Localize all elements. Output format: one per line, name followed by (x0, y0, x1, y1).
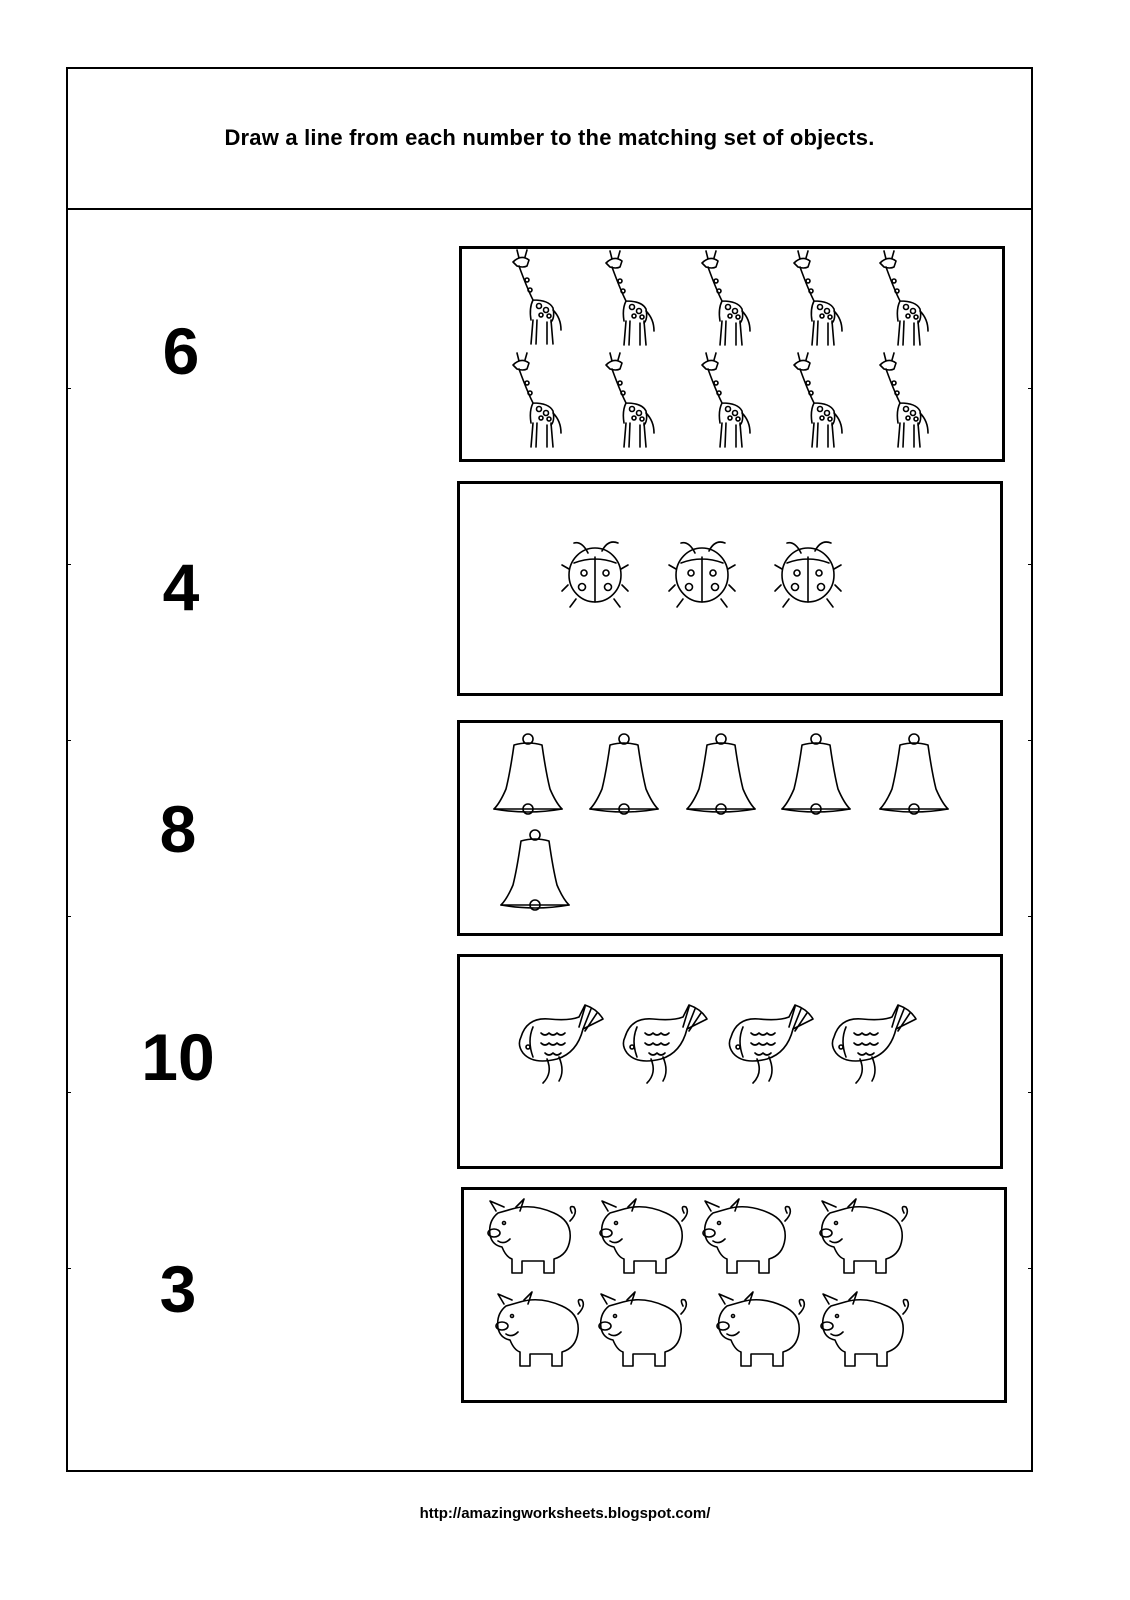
frame-tick (1028, 916, 1033, 917)
frame-tick (66, 564, 71, 565)
pig-icon (819, 1198, 909, 1274)
bell-icon (686, 733, 756, 815)
bell-icon (781, 733, 851, 815)
fish-icon (728, 1004, 814, 1084)
object-set-box[interactable] (461, 1187, 1007, 1403)
number-label[interactable]: 6 (162, 314, 200, 388)
frame-tick (66, 740, 71, 741)
pig-icon (702, 1198, 792, 1274)
bell-icon (589, 733, 659, 815)
frame-tick (66, 388, 71, 389)
object-set-box[interactable] (457, 720, 1003, 936)
giraffe-icon (512, 352, 562, 448)
frame-tick (1028, 564, 1033, 565)
frame-tick (1028, 740, 1033, 741)
frame-tick (1028, 1092, 1033, 1093)
pig-icon (495, 1291, 585, 1367)
fish-icon (518, 1004, 604, 1084)
giraffe-icon (879, 352, 929, 448)
pig-icon (487, 1198, 577, 1274)
number-label[interactable]: 3 (159, 1252, 197, 1326)
frame-tick (66, 1092, 71, 1093)
giraffe-icon (701, 250, 751, 346)
pig-icon (599, 1198, 689, 1274)
number-label[interactable]: 4 (162, 550, 200, 624)
worksheet-header: Draw a line from each number to the matc… (66, 67, 1033, 210)
bell-icon (493, 733, 563, 815)
frame-tick (1028, 1268, 1033, 1269)
giraffe-icon (512, 249, 562, 345)
frame-tick (1028, 388, 1033, 389)
ladybug-icon (561, 541, 629, 608)
giraffe-icon (879, 250, 929, 346)
footer-url[interactable]: http://amazingworksheets.blogspot.com/ (419, 1505, 711, 1522)
bell-icon (879, 733, 949, 815)
pig-icon (716, 1291, 806, 1367)
worksheet-frame (66, 67, 1033, 1472)
giraffe-icon (605, 352, 655, 448)
ladybug-icon (668, 541, 736, 608)
number-label[interactable]: 10 (141, 1020, 215, 1094)
fish-icon (831, 1004, 917, 1084)
number-label[interactable]: 8 (159, 792, 197, 866)
giraffe-icon (701, 352, 751, 448)
pig-icon (598, 1291, 688, 1367)
giraffe-icon (793, 250, 843, 346)
object-set-box[interactable] (457, 481, 1003, 696)
ladybug-icon (774, 541, 842, 608)
pig-icon (820, 1291, 910, 1367)
bell-icon (500, 829, 570, 911)
giraffe-icon (605, 250, 655, 346)
fish-icon (622, 1004, 708, 1084)
instruction-text: Draw a line from each number to the matc… (224, 124, 875, 150)
frame-tick (66, 916, 71, 917)
frame-tick (66, 1268, 71, 1269)
giraffe-icon (793, 352, 843, 448)
